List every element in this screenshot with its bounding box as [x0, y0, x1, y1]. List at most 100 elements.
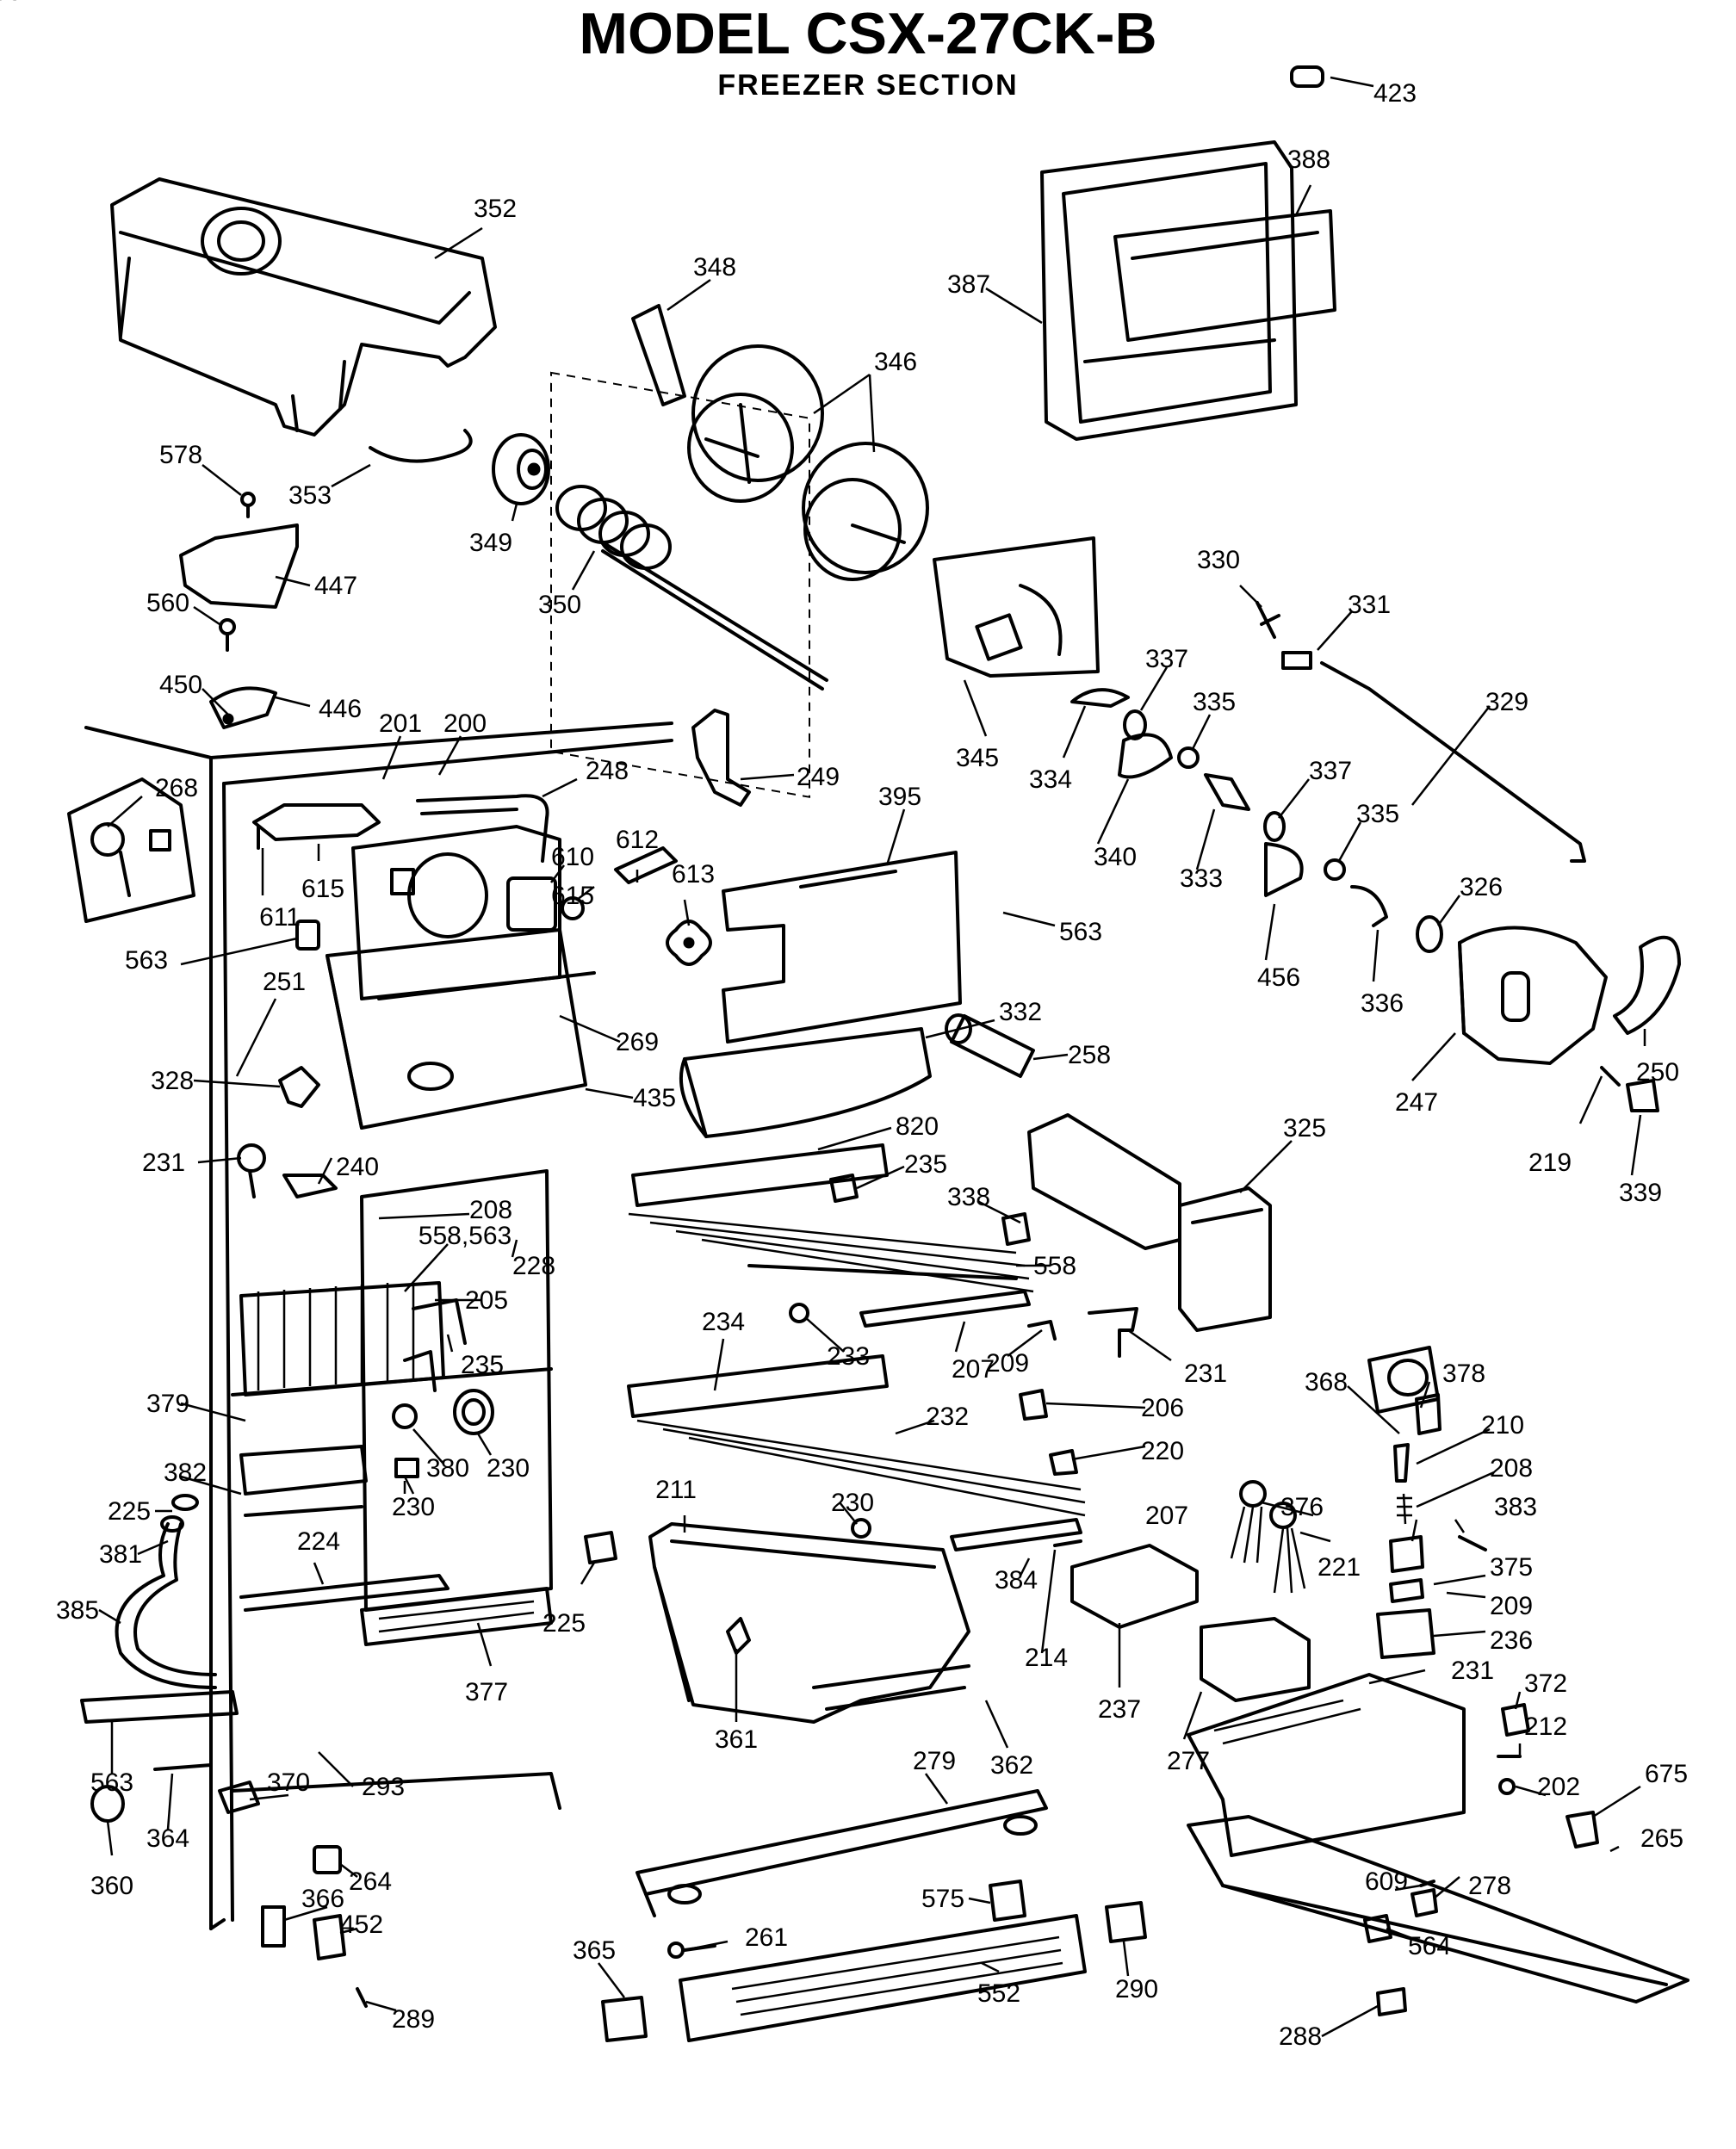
callout-337: 337 [1309, 757, 1352, 785]
callout-563: 563 [1059, 918, 1102, 946]
callout-337: 337 [1145, 645, 1188, 673]
callout-564: 564 [1408, 1932, 1451, 1960]
callout-349: 349 [469, 529, 512, 557]
callout-338: 338 [947, 1183, 990, 1211]
callout-345: 345 [956, 744, 999, 772]
callout-326: 326 [1460, 873, 1503, 901]
callout-249: 249 [797, 763, 840, 791]
part-232-evaporator [239, 1281, 467, 1397]
callout-377: 377 [465, 1678, 508, 1706]
part-258-269 [679, 1013, 1035, 1138]
callout-446: 446 [319, 695, 362, 723]
callout-248: 248 [586, 757, 629, 785]
part-423-fitting [1290, 65, 1324, 88]
callout-362: 362 [990, 1751, 1033, 1780]
callout-212: 212 [1524, 1712, 1567, 1741]
callout-382: 382 [164, 1458, 207, 1487]
callout-366: 366 [301, 1885, 344, 1913]
part-small-left [237, 920, 338, 1198]
callout-207: 207 [1145, 1502, 1188, 1530]
callout-258: 258 [1068, 1041, 1111, 1069]
callout-202: 202 [1537, 1773, 1580, 1801]
callout-335: 335 [1193, 688, 1236, 716]
callout-225: 225 [542, 1609, 586, 1638]
callout-219: 219 [1528, 1149, 1572, 1177]
callout-208: 208 [469, 1196, 512, 1224]
callout-278: 278 [1468, 1872, 1511, 1900]
callout-380: 380 [426, 1454, 469, 1483]
callout-235: 235 [461, 1351, 504, 1379]
part-221-heater [239, 1445, 450, 1612]
callout-224: 224 [297, 1527, 340, 1556]
part-linkage [1070, 688, 1388, 927]
callout-376: 376 [1280, 1493, 1324, 1521]
callout-612: 612 [616, 826, 659, 854]
part-236 [584, 1531, 617, 1564]
callout-385: 385 [56, 1596, 99, 1625]
callout-206: 206 [1141, 1394, 1184, 1422]
callout-230: 230 [392, 1493, 435, 1521]
part-370-372 [1070, 1544, 1311, 1702]
callout-268: 268 [155, 774, 198, 802]
callout-325: 325 [1283, 1114, 1326, 1143]
part-387-388-dispenser [1040, 140, 1336, 441]
callout-228: 228 [512, 1252, 555, 1280]
part-345-plate [933, 536, 1100, 678]
callout-364: 364 [146, 1824, 189, 1853]
part-375-376 [1230, 1480, 1306, 1594]
callout-209: 209 [1490, 1592, 1533, 1620]
callout-236: 236 [1490, 1626, 1533, 1655]
part-237 [726, 1617, 751, 1655]
part-250-247-cover [326, 825, 596, 1130]
callout-578: 578 [159, 441, 202, 469]
callout-201: 201 [379, 709, 422, 738]
callout-346: 346 [874, 348, 917, 376]
callout-350: 350 [538, 591, 581, 619]
part-valve-stack [1367, 1346, 1487, 1659]
callout-210: 210 [1481, 1411, 1524, 1440]
callout-289: 289 [392, 2005, 435, 2034]
part-395-baffle [722, 851, 962, 1044]
part-447-cover [179, 523, 299, 609]
callout-456: 456 [1257, 963, 1300, 992]
part-279-264-265 [80, 1690, 239, 1823]
callout-379: 379 [146, 1390, 189, 1418]
part-346-drums [687, 344, 929, 581]
callout-277: 277 [1167, 1747, 1210, 1775]
callout-269: 269 [616, 1028, 659, 1056]
callout-450: 450 [159, 671, 202, 699]
callout-387: 387 [947, 270, 990, 299]
callout-233: 233 [827, 1342, 870, 1371]
callout-447: 447 [314, 572, 357, 600]
callout-352: 352 [474, 195, 517, 223]
callout-348: 348 [693, 253, 736, 282]
callout-207: 207 [952, 1355, 995, 1384]
callout-328: 328 [151, 1067, 194, 1095]
part-211-pan [648, 1522, 970, 1724]
callout-232: 232 [926, 1403, 969, 1431]
assembly-outline [550, 371, 810, 798]
part-248 [416, 794, 549, 863]
callout-423: 423 [1373, 79, 1417, 108]
callout-395: 395 [878, 783, 921, 811]
part-348-plate [631, 304, 686, 406]
callout-329: 329 [1485, 688, 1528, 716]
callout-435: 435 [633, 1084, 676, 1112]
callout-365: 365 [573, 1936, 616, 1965]
callout-563: 563 [125, 946, 168, 975]
callout-334: 334 [1029, 765, 1072, 794]
callout-230: 230 [831, 1489, 874, 1517]
part-drawings [67, 65, 1690, 2042]
callout-353: 353 [288, 481, 332, 510]
part-368 [1088, 1307, 1138, 1358]
callout-820: 820 [896, 1112, 939, 1141]
callout-293: 293 [362, 1773, 405, 1801]
part-clips [789, 1174, 1082, 1547]
callout-558: 558 [1033, 1252, 1076, 1280]
callout-563: 563 [90, 1768, 133, 1797]
callout-231: 231 [1451, 1657, 1494, 1685]
callout-211: 211 [655, 1476, 697, 1504]
callout-375: 375 [1490, 1553, 1533, 1582]
callout-452: 452 [340, 1911, 383, 1939]
